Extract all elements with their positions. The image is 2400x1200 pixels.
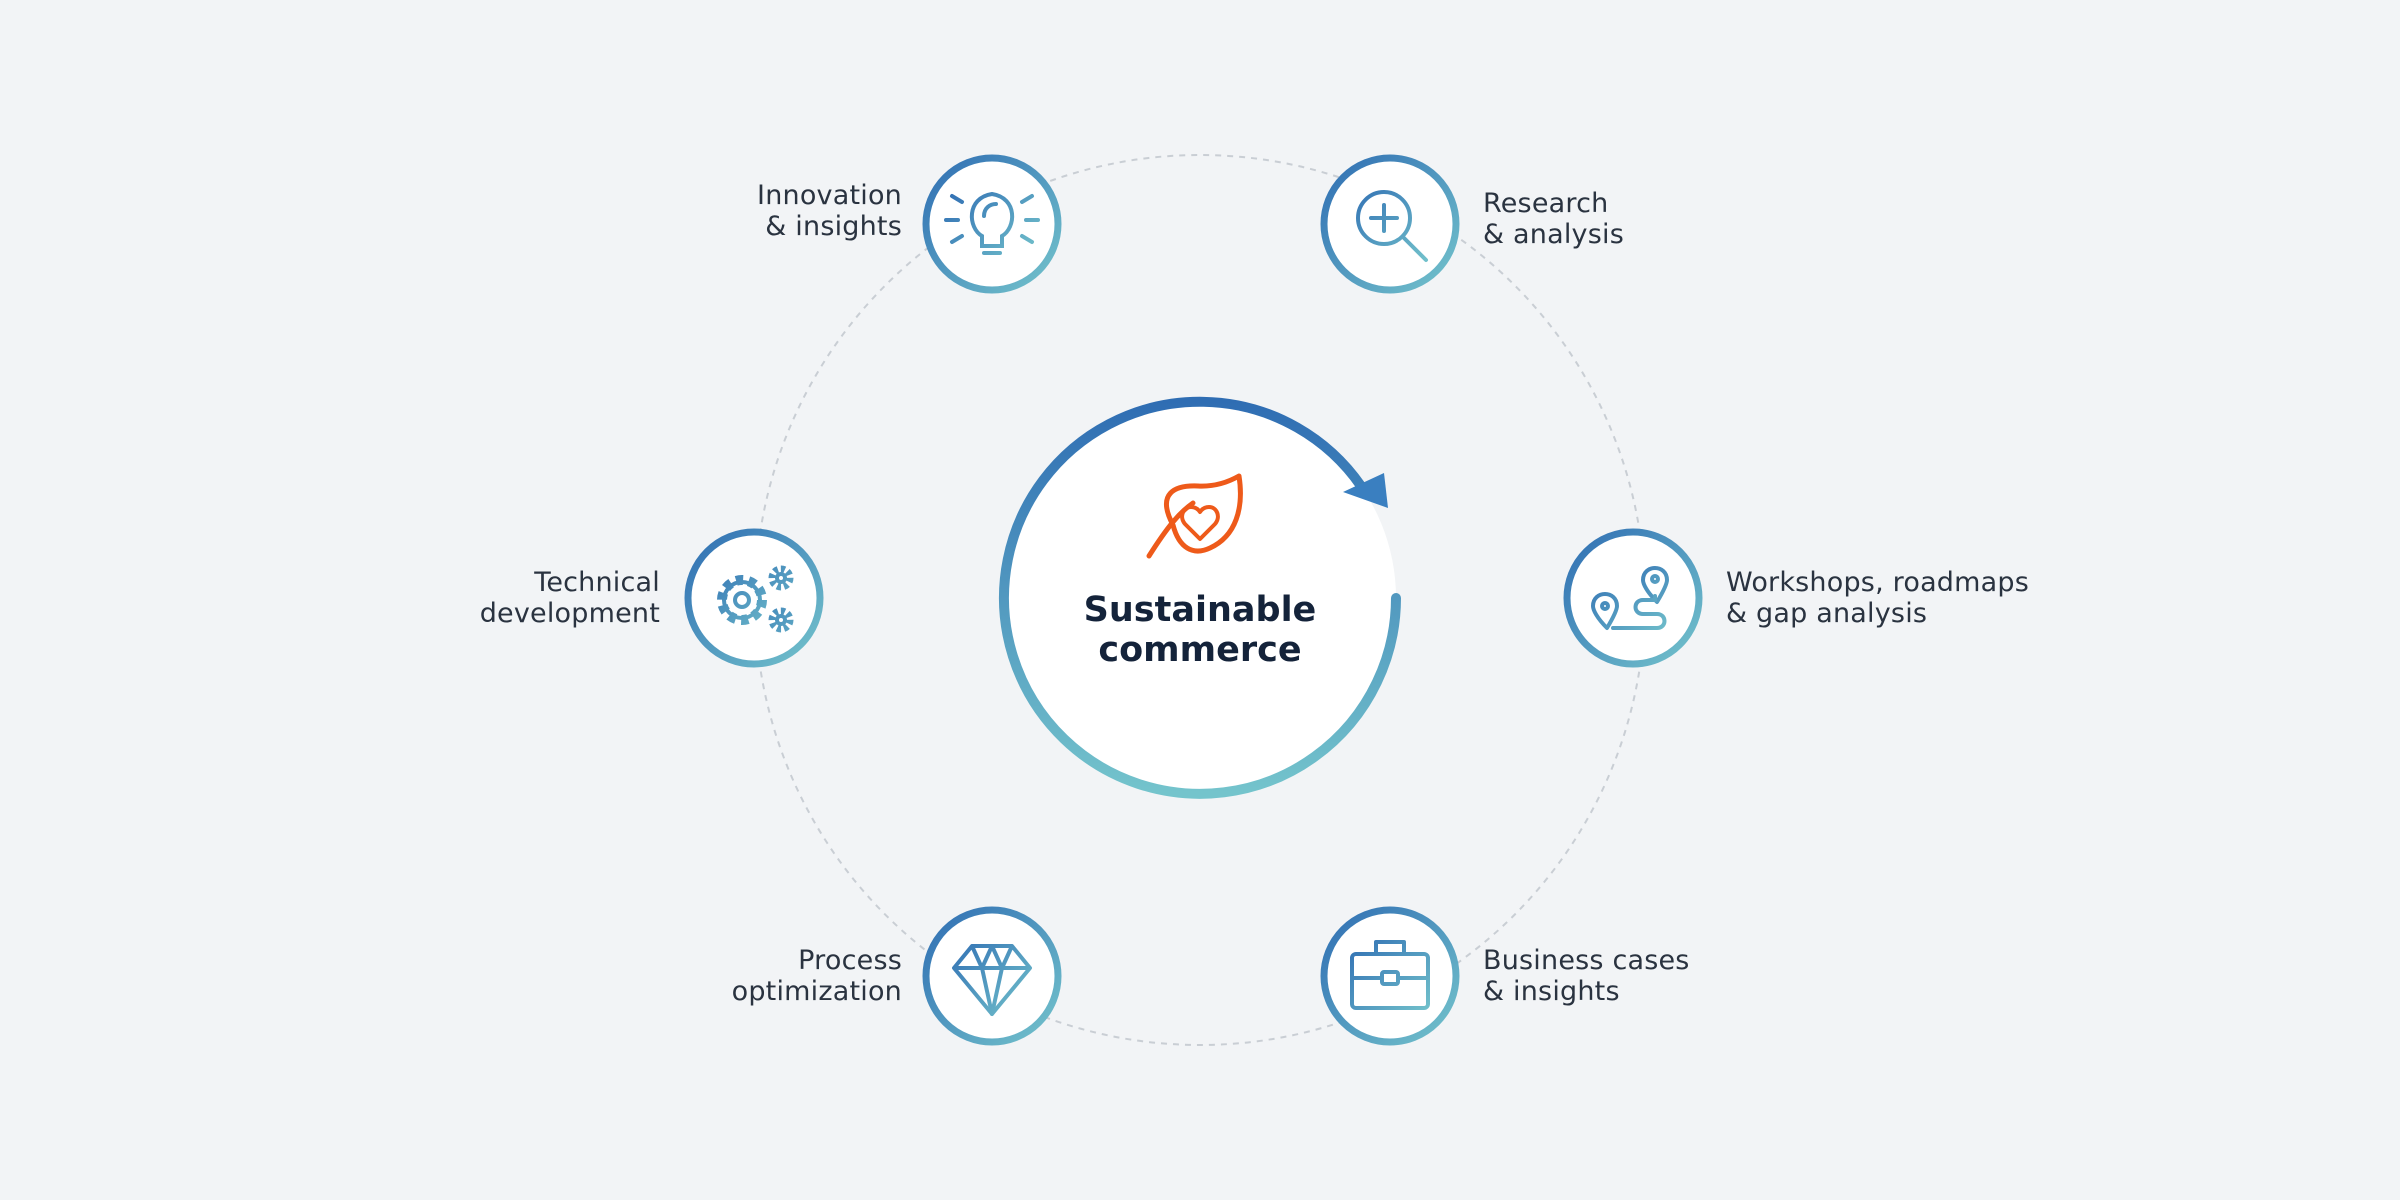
center-title-line2: commerce [1098,630,1302,670]
label-workshops: Workshops, roadmaps & gap analysis [1726,567,2029,629]
label-technical: Technical development [480,567,660,629]
node-research[interactable] [1320,154,1460,294]
gears-icon [717,565,794,633]
node-technical[interactable] [684,528,824,668]
node-innovation-ring [922,154,1062,294]
diamond-icon [952,944,1032,1016]
label-technical-line2: development [479,598,660,629]
label-workshops-line1: Workshops, roadmaps [1726,567,2030,598]
center-circle [1004,402,1396,794]
node-workshops[interactable] [1563,528,1703,668]
label-business: Business cases & insights [1483,945,1690,1007]
node-process[interactable] [922,906,1062,1046]
label-process: Process optimization [732,945,902,1007]
label-innovation: Innovation & insights [757,180,902,242]
label-process-line2: optimization [731,976,902,1007]
label-research-line2: & analysis [1483,219,1624,250]
label-innovation-line1: Innovation [757,180,902,211]
node-business-ring [1320,906,1460,1046]
node-business[interactable] [1320,906,1460,1046]
node-research-ring [1320,154,1460,294]
label-technical-line1: Technical [534,567,660,598]
label-research-line1: Research [1483,188,1609,219]
center-title-line1: Sustainable [1083,590,1317,630]
node-technical-ring [684,528,824,668]
label-business-line2: & insights [1483,976,1620,1007]
leaf-heart-icon [1146,473,1243,559]
label-research: Research & analysis [1483,188,1624,250]
magnifier-plus-icon [1356,190,1428,262]
label-business-line1: Business cases [1483,945,1690,976]
center-title: Sustainable commerce [1000,590,1400,670]
lightbulb-icon [944,191,1040,255]
label-workshops-line2: & gap analysis [1726,598,1928,629]
label-innovation-line2: & insights [765,211,902,242]
briefcase-icon [1350,940,1430,1010]
node-workshops-ring [1563,528,1703,668]
node-innovation[interactable] [922,154,1062,294]
cycle-arrow-head-icon [1343,473,1388,508]
center-cycle-arc [999,396,1401,799]
label-process-line1: Process [798,945,902,976]
node-process-ring [922,906,1062,1046]
route-pin-icon [1591,566,1669,630]
